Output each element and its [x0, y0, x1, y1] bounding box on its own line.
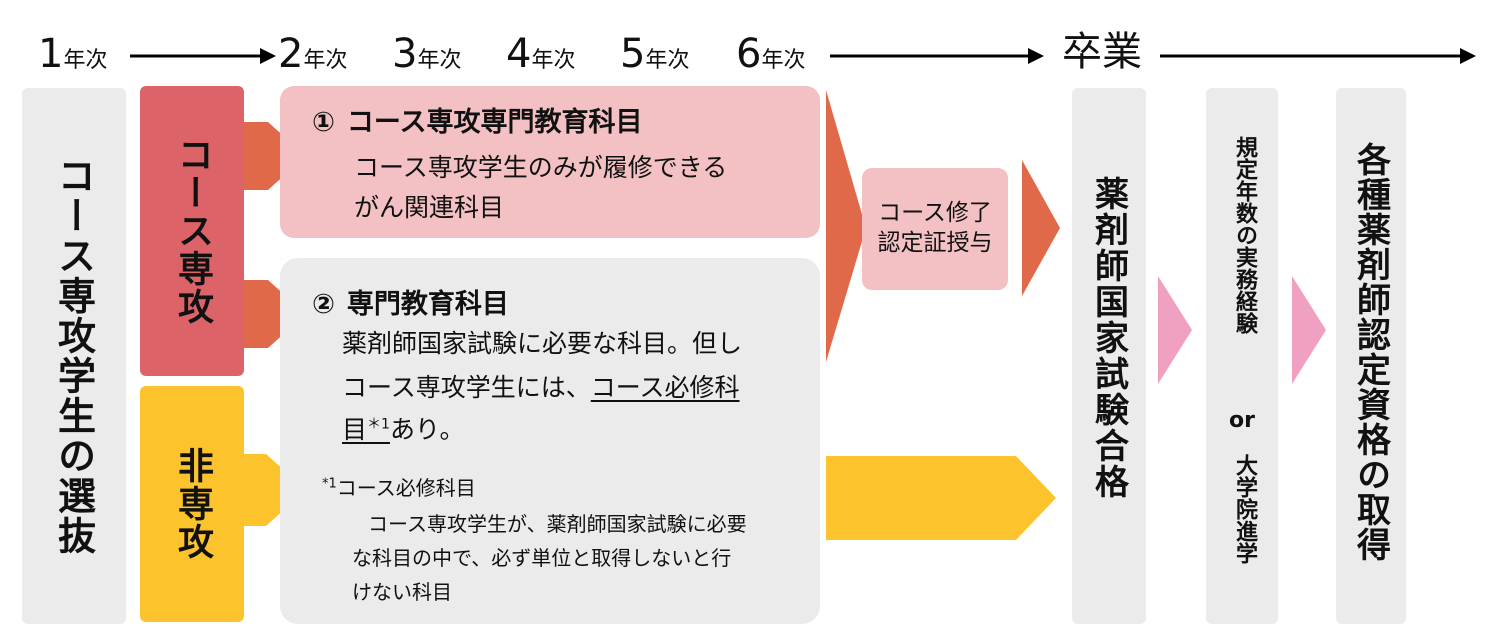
certificate-line1: コース修了	[878, 200, 992, 227]
course2-desc-line3: 目＊1あり。	[342, 410, 464, 446]
footnote-mark: *1	[322, 476, 337, 492]
year-6-label: 6年次	[736, 31, 806, 77]
course2-number: ②	[312, 289, 335, 320]
course1-title: コース専攻専門教育科目	[346, 107, 643, 138]
footnote-line3: けない科目	[352, 580, 452, 604]
footnote-ref: ＊1	[367, 416, 390, 433]
year-2-label: 2年次	[278, 31, 348, 77]
major-to-course2-arrow	[244, 280, 306, 348]
experience-box: 規定年数の実務経験 or 大学院進学	[1206, 88, 1278, 624]
course-to-certificate-arrow	[826, 90, 866, 362]
year-3-label: 3年次	[392, 31, 462, 77]
major-track-box: コース専攻	[140, 86, 244, 376]
year-1-label: 1年次	[38, 31, 108, 77]
footnote-line1: コース専攻学生が、薬剤師国家試験に必要	[368, 512, 747, 536]
required-course-link-cont: 目＊1	[342, 415, 390, 444]
non-major-track-label: 非専攻	[172, 447, 213, 561]
course1-heading: ① コース専攻専門教育科目	[312, 100, 643, 139]
course1-desc-line2: がん関連科目	[354, 193, 505, 222]
major-to-course1-arrow	[244, 122, 306, 190]
required-course-link: コース必修科	[590, 373, 740, 402]
exam-to-experience-arrow	[1158, 276, 1192, 384]
footnote-line2: な科目の中で、必ず単位と取得しないと行	[352, 546, 732, 570]
non-major-track-box: 非専攻	[140, 386, 244, 622]
course1-desc-line1: コース専攻学生のみが履修できる	[354, 153, 728, 182]
experience-to-qualification-arrow	[1292, 276, 1326, 384]
selection-box: コース専攻学生の選抜	[22, 88, 126, 624]
experience-bottom-label: 大学院進学	[1232, 454, 1257, 564]
course2-desc-line3-text: あり。	[389, 415, 465, 444]
certificate-box: コース修了 認定証授与	[862, 168, 1008, 290]
course2-heading: ② 専門教育科目	[312, 282, 509, 321]
footnote-title: コース必修科目	[336, 476, 476, 500]
required-course-link-tail: 目	[342, 415, 368, 444]
course2-desc-line1: 薬剤師国家試験に必要な科目。但し	[342, 329, 743, 358]
certificate-line2: 認定証授与	[877, 230, 993, 256]
course2-desc-line2: コース専攻学生には、コース必修科	[342, 368, 740, 404]
footnote-heading: *1コース必修科目	[322, 472, 476, 501]
certificate-to-exam-arrow	[1022, 160, 1060, 296]
experience-or-label: or	[1229, 408, 1255, 433]
course2-title: 専門教育科目	[346, 289, 509, 320]
non-major-to-course2-arrow	[244, 454, 306, 526]
course1-box: ① コース専攻専門教育科目 コース専攻学生のみが履修できる がん関連科目	[280, 86, 820, 238]
graduation-label: 卒業	[1062, 29, 1142, 75]
experience-top-label: 規定年数の実務経験	[1232, 136, 1257, 334]
major-track-label: コース専攻	[172, 136, 213, 326]
course2-desc-line2-text: コース専攻学生には、	[342, 373, 591, 402]
selection-label: コース専攻学生の選抜	[51, 156, 96, 556]
qualification-label: 各種薬剤師認定資格の取得	[1350, 142, 1391, 562]
exam-box: 薬剤師国家試験合格	[1072, 88, 1146, 624]
non-major-to-exam-arrow	[826, 456, 1056, 540]
exam-label: 薬剤師国家試験合格	[1088, 176, 1129, 500]
course1-number: ①	[312, 107, 335, 138]
qualification-box: 各種薬剤師認定資格の取得	[1336, 88, 1406, 624]
year-4-label: 4年次	[506, 31, 576, 77]
year-5-label: 5年次	[620, 31, 690, 77]
